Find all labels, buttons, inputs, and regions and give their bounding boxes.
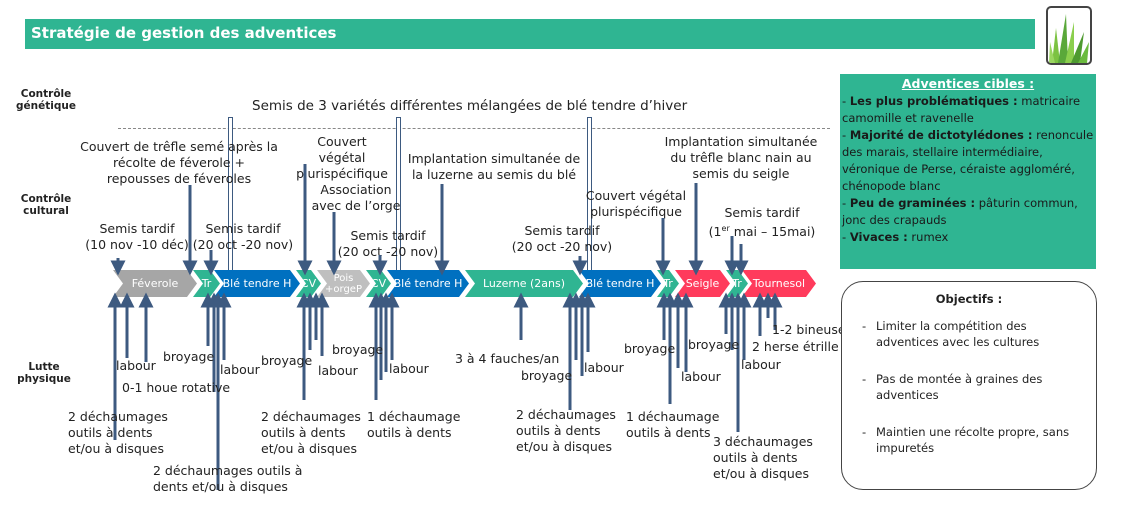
physical-label: broyage (688, 337, 740, 352)
physical-label: labour (220, 362, 260, 377)
sowing-range: (20 oct -20 nov) (337, 244, 439, 259)
sowing-title: Semis tardif (205, 221, 281, 236)
objective-item: Maintien une récolte propre, sans impure… (862, 424, 1086, 456)
sowing-window: Semis tardif (20 oct -20 nov) (336, 228, 440, 260)
sowing-window: Semis tardif (20 oct -20 nov) (510, 223, 614, 255)
physical-label: labour (741, 357, 781, 372)
physical-label: labour (116, 358, 156, 373)
physical-label: broyage (624, 341, 676, 356)
physical-label: 3 à 4 fauches/an (455, 351, 560, 366)
timeline-segment: Blé tendre H (387, 270, 469, 297)
sowing-window: Semis tardif (10 nov -10 déc) (78, 221, 196, 253)
sowing-range: (1er mai – 15mai) (708, 224, 816, 240)
physical-label: 1 déchaumage outils à dents (626, 409, 720, 440)
timeline-segment: Blé tendre H (579, 270, 661, 297)
cultural-note: Association avec de l’orge (311, 182, 401, 213)
target-weeds-list: - Les plus problématiques : matricaire c… (842, 93, 1094, 246)
timeline-segment: Pois +orgeP (317, 270, 370, 297)
row-label-genetic: Contrôle génétique (16, 88, 76, 112)
title-bar: Stratégie de gestion des adventices (25, 19, 1035, 49)
physical-label: 2 déchaumages outils à dents et/ou à dis… (153, 463, 303, 494)
physical-label: labour (681, 369, 721, 384)
physical-label: 2 déchaumages outils à dents et/ou à dis… (261, 409, 361, 456)
sowing-title: Semis tardif (99, 221, 175, 236)
cultural-note: Couvert végétal plurispécifique (585, 188, 687, 219)
cultural-note: Couvert végétal plurispécifique (296, 134, 388, 181)
target-weeds-box: Adventices cibles : - Les plus problémat… (840, 74, 1096, 269)
physical-label: broyage (521, 368, 573, 383)
objectives-box: Objectifs : Limiter la compétition des a… (841, 281, 1097, 490)
physical-label: broyage (332, 342, 384, 357)
genetic-note: Semis de 3 variétés différentes mélangée… (252, 98, 688, 114)
grass-logo-icon (1046, 6, 1092, 65)
sowing-range: (10 nov -10 déc) (85, 237, 189, 252)
timeline-segment: Féverole (113, 270, 197, 297)
row-label-physical: Lutte physique (17, 361, 71, 385)
physical-label: broyage (163, 349, 215, 364)
sowing-range: (20 oct -20 nov) (511, 239, 613, 254)
dashed-divider (118, 128, 830, 129)
physical-label: 0-1 houe rotative (122, 380, 231, 395)
sowing-title: Semis tardif (724, 205, 800, 220)
physical-label: 2 déchaumages outils à dents et/ou à dis… (68, 409, 168, 456)
physical-label: 2 herse étrille (752, 339, 839, 354)
target-weeds-item: - Peu de graminées : pâturin commun, jon… (842, 196, 1078, 227)
target-weeds-title: Adventices cibles : (901, 76, 1035, 91)
cultural-note: Implantation simultanée du trêfle blanc … (664, 134, 818, 181)
page-title: Stratégie de gestion des adventices (31, 24, 337, 42)
physical-label: 1-2 bineuse (772, 322, 846, 337)
physical-label: labour (389, 361, 429, 376)
objectives-title: Objectifs : (935, 292, 1003, 306)
target-weeds-item: - Les plus problématiques : matricaire c… (842, 94, 1081, 125)
sowing-title: Semis tardif (350, 228, 426, 243)
objective-item: Limiter la compétition des adventices av… (862, 318, 1086, 350)
sowing-range: (20 oct -20 nov) (192, 237, 294, 252)
physical-label: broyage (261, 353, 313, 368)
row-label-cultural: Contrôle cultural (20, 193, 72, 217)
physical-label: 1 déchaumage outils à dents (367, 409, 461, 440)
objective-item: Pas de montée à graines des adventices (862, 371, 1086, 403)
target-weeds-item: - Majorité de dictotylédones : renoncule… (842, 128, 1094, 193)
target-weeds-item: - Vivaces : rumex (842, 230, 949, 244)
cultural-note: Implantation simultanée de la luzerne au… (407, 151, 581, 182)
timeline-segment: Seigle (675, 270, 730, 297)
timeline-segment: Blé tendre H (214, 270, 300, 297)
physical-label: labour (584, 360, 624, 375)
timeline-segment: Tr (726, 270, 748, 297)
timeline-segment: Tr (657, 270, 679, 297)
timeline-segment: Tournesol (742, 270, 816, 297)
physical-label: 2 déchaumages outils à dents et/ou à dis… (516, 407, 616, 454)
cultural-note: Couvert de trêfle semé après la récolte … (80, 139, 278, 186)
sowing-window: Semis tardif (20 oct -20 nov) (192, 221, 294, 253)
sowing-title: Semis tardif (524, 223, 600, 238)
sowing-window: Semis tardif (1er mai – 15mai) (706, 205, 818, 240)
timeline-segment: Luzerne (2ans) (465, 270, 583, 297)
timeline-segment: Tr (193, 270, 220, 297)
physical-label: labour (318, 363, 358, 378)
physical-label: 3 déchaumages outils à dents et/ou à dis… (713, 434, 813, 481)
